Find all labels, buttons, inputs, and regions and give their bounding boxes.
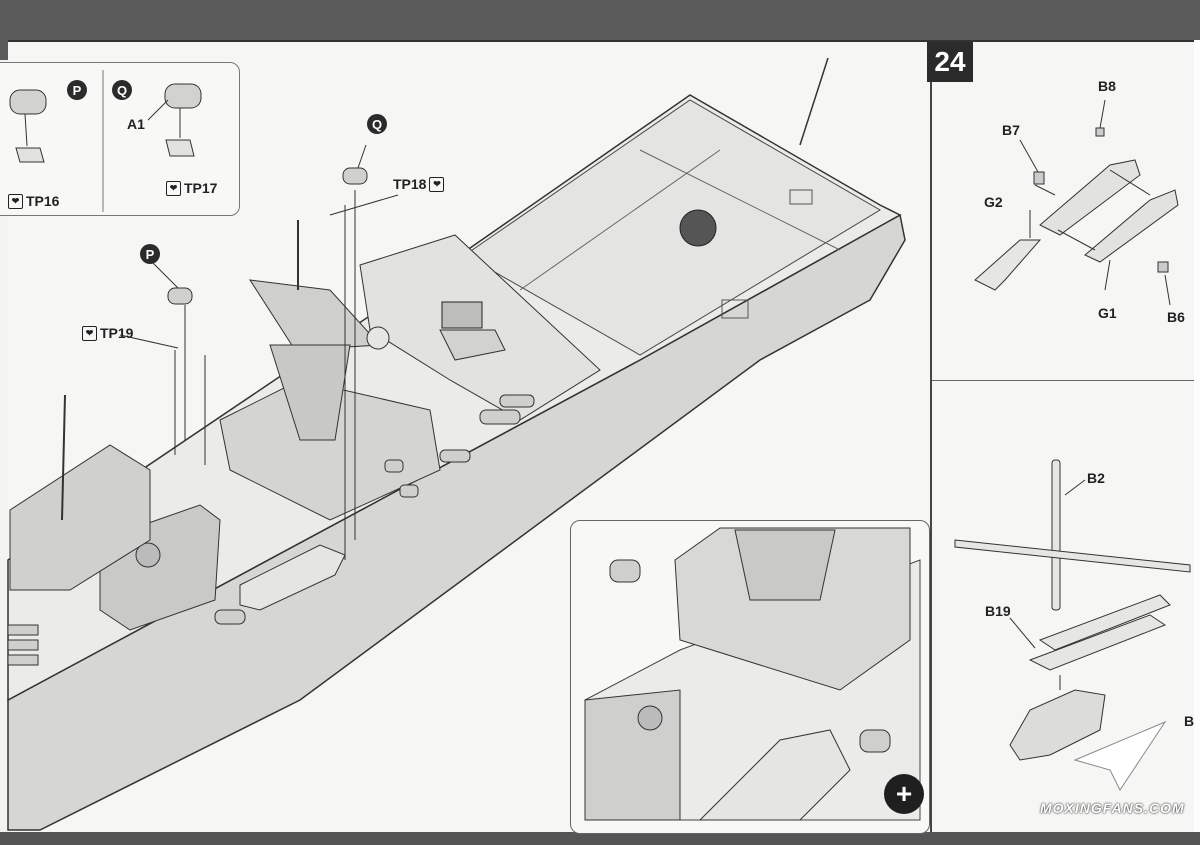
locker-base-part xyxy=(165,139,195,157)
inset-life-raft xyxy=(609,559,641,583)
helicopter-body xyxy=(1009,689,1106,761)
step-number-badge: 24 xyxy=(927,42,973,82)
assembly-arrow xyxy=(1057,229,1096,251)
part-label-b19: B19 xyxy=(985,603,1011,619)
life-raft xyxy=(384,459,404,473)
fuselage-half-g2 xyxy=(1039,159,1141,236)
deck-detail xyxy=(789,189,813,205)
frame-b19 xyxy=(1038,594,1171,651)
mast xyxy=(61,394,66,521)
leader-line xyxy=(1034,184,1056,196)
life-raft xyxy=(439,449,471,463)
ready-use-locker-part xyxy=(342,167,368,185)
part-b6 xyxy=(1157,261,1169,273)
whip-antenna xyxy=(799,57,829,146)
part-label-tp18: TP18 ❤ xyxy=(393,176,445,192)
tp16-label: TP16 xyxy=(26,193,60,209)
inset-radar-mast xyxy=(734,529,836,601)
missile-tube xyxy=(7,654,39,666)
leader-line xyxy=(151,261,179,289)
callout-p-main: P xyxy=(140,244,160,264)
bridge xyxy=(9,444,151,591)
inset-lifeboat xyxy=(698,729,851,821)
part-label-a1: A1 xyxy=(127,116,145,132)
assembly-arrow xyxy=(24,113,28,147)
part-label-b8: B8 xyxy=(1098,78,1116,94)
lifeboat xyxy=(239,544,346,611)
ready-use-locker-part xyxy=(167,287,193,305)
callout-q-main: Q xyxy=(367,114,387,134)
helideck xyxy=(464,99,881,356)
part-label-tp19: ❤ TP19 xyxy=(82,325,133,341)
part-label-b6: B6 xyxy=(1167,309,1185,325)
zoom-magnifier-icon: + xyxy=(884,774,924,814)
radome xyxy=(366,326,390,350)
header-rule xyxy=(8,40,1194,42)
callout-parts-drawing xyxy=(9,70,202,212)
inset-life-raft xyxy=(859,729,891,753)
tp18-label: TP18 xyxy=(393,176,427,192)
part-label-g1: G1 xyxy=(1098,305,1117,321)
leader-line xyxy=(1009,617,1036,649)
callout-p-badge: P xyxy=(67,80,87,100)
deck-detail xyxy=(721,299,749,319)
director xyxy=(441,301,483,329)
part-label-b-cut: B xyxy=(1184,713,1195,729)
rotor-blade xyxy=(1051,459,1061,611)
page-edge xyxy=(1194,40,1200,835)
locker-part xyxy=(9,89,47,115)
deck-hatch xyxy=(679,209,717,247)
leader-line xyxy=(329,194,399,216)
deck-line xyxy=(639,149,841,251)
row-divider xyxy=(932,380,1194,381)
leader-line xyxy=(357,144,367,169)
callout-q-badge: Q xyxy=(112,80,132,100)
tp19-label: TP19 xyxy=(100,325,134,341)
vent xyxy=(135,542,161,568)
inset-superstructure xyxy=(674,527,911,691)
missile-tube xyxy=(7,624,39,636)
locker-base-part xyxy=(15,147,45,163)
part-b8 xyxy=(1095,127,1105,137)
assembly-arrow xyxy=(1109,169,1151,196)
photo-etch-icon: ❤ xyxy=(429,176,445,192)
part-label-b7: B7 xyxy=(1002,122,1020,138)
leader-line xyxy=(1164,274,1171,306)
leader-line xyxy=(1104,259,1111,291)
part-label-tp16: ❤ TP16 xyxy=(8,193,59,209)
life-raft xyxy=(479,409,521,425)
life-raft xyxy=(214,609,246,625)
rotor-blade xyxy=(954,539,1191,573)
photo-etch-icon: ❤ xyxy=(166,180,181,196)
ship-illustration xyxy=(7,57,906,831)
leader-line xyxy=(147,99,169,121)
watermark-text: MOXINGFANS.COM xyxy=(1040,800,1185,816)
inset-vent xyxy=(637,705,663,731)
part-label-b2: B2 xyxy=(1087,470,1105,486)
director-base xyxy=(439,329,506,361)
bottom-scan-band xyxy=(0,832,1200,845)
locker-part xyxy=(164,83,202,109)
part-b7 xyxy=(1033,171,1045,185)
leader-line xyxy=(1019,139,1039,173)
photo-etch-icon: ❤ xyxy=(82,325,97,341)
detail-inset-drawing xyxy=(584,527,921,821)
leader-line xyxy=(1064,479,1086,496)
watermark-plane-logo xyxy=(1073,720,1167,791)
missile-tube xyxy=(7,639,39,651)
photo-etch-icon: ❤ xyxy=(8,193,23,209)
life-raft xyxy=(399,484,419,498)
leader-line xyxy=(1099,99,1106,129)
radar-mast xyxy=(269,344,351,441)
tail-boom-g2 xyxy=(974,239,1042,291)
life-raft xyxy=(499,394,535,408)
fuselage-half-g1 xyxy=(1084,189,1179,263)
tp17-label: TP17 xyxy=(184,180,218,196)
leader-line xyxy=(119,334,179,349)
part-label-tp17: ❤ TP17 xyxy=(166,180,217,196)
frame-b19 xyxy=(1028,614,1167,671)
part-label-g2: G2 xyxy=(984,194,1003,210)
column-divider xyxy=(930,42,932,832)
